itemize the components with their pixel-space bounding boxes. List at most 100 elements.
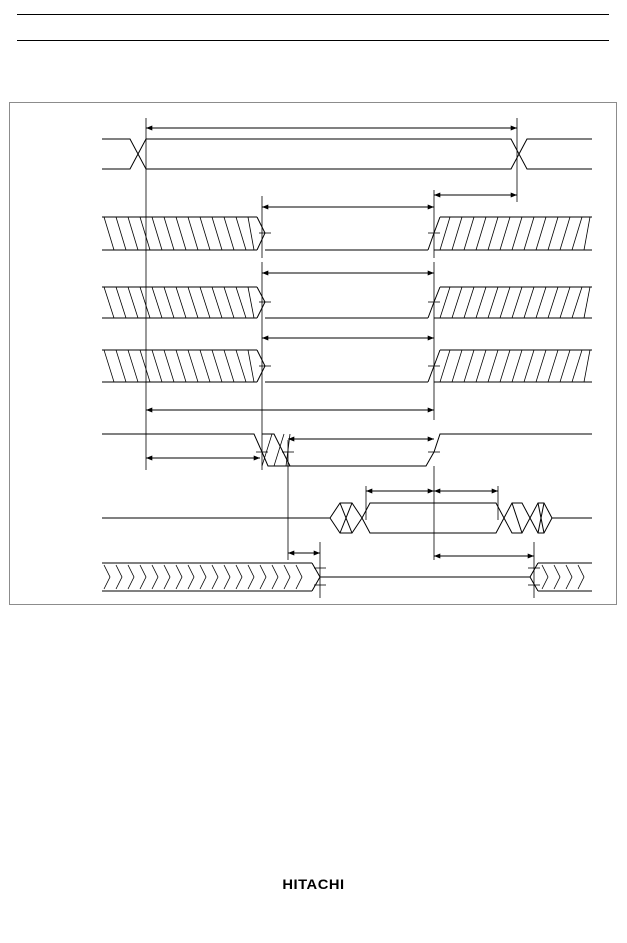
wait-left-chevrons (223, 564, 231, 590)
hatch-layer (103, 216, 591, 590)
footer-brand-logo: HITACHI (282, 876, 345, 892)
address-row-1-left-edge (256, 216, 266, 251)
address-row-2-left-hatch (163, 286, 175, 319)
wait-left-edge (311, 562, 321, 592)
wait-left-chevrons (151, 564, 159, 590)
address-row-1-left-hatch (235, 216, 247, 251)
address-row-3-left-hatch (103, 349, 115, 383)
address-row-2-left-hatch (223, 286, 235, 319)
address-row-3-right-hatch (463, 349, 475, 383)
wait-left-chevrons (283, 564, 291, 590)
clock-left-tail (102, 138, 139, 170)
address-row-1-left-hatch (115, 216, 127, 251)
wait-left-chevrons (115, 564, 123, 590)
address-row-3-left-hatch (223, 349, 235, 383)
address-row-2-right-hatch (439, 286, 451, 319)
wait-left-chevrons (163, 564, 171, 590)
address-row-3-left-hatch (151, 349, 163, 383)
address-row-3-left-hatch (187, 349, 199, 383)
wait-left-chevrons (247, 564, 255, 590)
address-row-3-right-hatch (439, 349, 451, 383)
address-row-3-right-hatch (523, 349, 535, 383)
address-row-1-left-hatch (223, 216, 235, 251)
address-row-2-right-hatch (463, 286, 475, 319)
address-row-1-left-hatch (199, 216, 211, 251)
address-row-2-right-hatch (535, 286, 547, 319)
address-row-2-left-hatch (127, 286, 139, 319)
address-row-2-left-hatch (115, 286, 127, 319)
address-row-3-left-hatch (175, 349, 187, 383)
address-row-1-left-hatch (139, 216, 151, 251)
address-row-3-left-hatch (127, 349, 139, 383)
data-x1-cross-b (339, 502, 353, 534)
address-row-1-right-hatch (475, 216, 487, 251)
address-row-2-left-hatch (247, 286, 255, 319)
guide-layer (145, 118, 540, 598)
address-row-1-left-hatch (103, 216, 115, 251)
address-row-2-right-hatch (571, 286, 583, 319)
dimension-layer (146, 125, 534, 559)
address-row-2-left-hatch (199, 286, 211, 319)
strobe-line (102, 433, 592, 467)
address-row-1-right-hatch (583, 216, 591, 251)
data-valid (361, 502, 505, 534)
address-row-2-left-hatch (187, 286, 199, 319)
address-row-1-left-hatch (151, 216, 163, 251)
address-row-3-left-hatch (247, 349, 255, 383)
address-row-3-right-hatch (535, 349, 547, 383)
address-row-3-right-hatch (571, 349, 583, 383)
address-row-3-right-hatch (499, 349, 511, 383)
wait-left-chevrons (295, 564, 303, 590)
wait-right-chevrons (553, 564, 561, 590)
address-row-2-left-hatch (235, 286, 247, 319)
address-row-3-left-hatch (235, 349, 247, 383)
address-row-3-left-hatch (211, 349, 223, 383)
address-row-2-right-hatch (511, 286, 523, 319)
address-row-1-right-hatch (487, 216, 499, 251)
timing-diagram-frame (9, 102, 617, 605)
address-row-1-right-hatch (499, 216, 511, 251)
address-row-2-left-hatch (139, 286, 151, 319)
address-row-3-right-hatch (475, 349, 487, 383)
address-row-1-right-hatch (571, 216, 583, 251)
clock-low-line (137, 152, 592, 170)
wait-left-chevrons (211, 564, 219, 590)
address-row-2-right-hatch (547, 286, 559, 319)
address-row-2-right-hatch (523, 286, 535, 319)
address-row-3-right-hatch (487, 349, 499, 383)
address-row-1-right-hatch (535, 216, 547, 251)
address-row-1-left-hatch (175, 216, 187, 251)
wait-left-chevrons (139, 564, 147, 590)
wait-left-chevrons (127, 564, 135, 590)
data-x3-cross-b (537, 502, 545, 534)
address-row-2-right-hatch (487, 286, 499, 319)
address-row-1-right-hatch (451, 216, 463, 251)
address-row-2-left-edge (256, 286, 266, 319)
wait-right-chevrons (565, 564, 573, 590)
address-row-3-right-hatch (511, 349, 523, 383)
data-x2-cross-a (511, 502, 523, 534)
wait-left-chevrons (271, 564, 279, 590)
address-row-1-left-hatch (187, 216, 199, 251)
wait-left-chevrons (259, 564, 267, 590)
address-row-1-right-hatch (559, 216, 571, 251)
address-row-1-right-hatch (463, 216, 475, 251)
address-row-1-left-hatch (127, 216, 139, 251)
wait-left-chevrons (175, 564, 183, 590)
address-row-2-left-hatch (175, 286, 187, 319)
strobe-edge-2 (262, 433, 291, 467)
address-row-1-right-hatch (547, 216, 559, 251)
address-row-3-left-hatch (163, 349, 175, 383)
address-row-3-left-hatch (139, 349, 151, 383)
header-rule-bottom (17, 40, 609, 41)
address-row-1-left-hatch (163, 216, 175, 251)
address-row-3-right-hatch (451, 349, 463, 383)
wait-left-chevrons (187, 564, 195, 590)
address-row-3-right-hatch (583, 349, 591, 383)
strobe-hatch (273, 433, 285, 467)
address-row-2-left-hatch (151, 286, 163, 319)
wait-left-chevrons (199, 564, 207, 590)
clock-high-line (137, 138, 592, 156)
wait-right-chevrons (541, 564, 549, 590)
